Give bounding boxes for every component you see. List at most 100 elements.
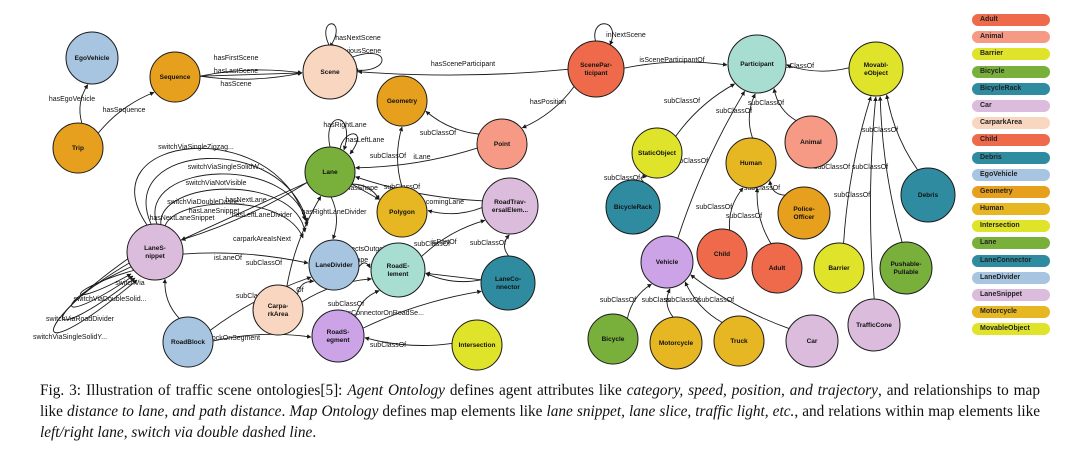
node-lanesnippet: LaneS-nippet <box>126 223 184 281</box>
node-label: lement <box>388 271 410 278</box>
node-truck: Truck <box>713 315 765 367</box>
edge-roadsegment-roadelement <box>355 290 380 317</box>
legend-item: Barrier <box>972 48 1050 61</box>
legend-item: BicycleRack <box>972 82 1050 95</box>
node-label: LaneCo- <box>495 276 521 283</box>
node-car: Car <box>785 314 839 368</box>
node-circle <box>52 122 104 174</box>
edge-lanesnippet-lanedivider <box>182 252 309 265</box>
legend-item: LaneSnippet <box>972 289 1050 301</box>
node-label: Polygon <box>389 209 415 216</box>
node-circle <box>480 255 536 311</box>
node-circle <box>727 34 787 94</box>
node-label: egment <box>326 337 350 344</box>
node-staticobject: StaticObject <box>631 127 683 179</box>
edge-self-loop <box>160 188 307 233</box>
caption-emphasis: category, speed, position, and trajector… <box>626 382 878 399</box>
legend-item: Human <box>972 203 1050 216</box>
edge-label: subClassOf <box>600 297 636 304</box>
edge-label: subClassOf <box>470 240 506 247</box>
edge-label: subClassOf <box>852 164 888 171</box>
node-laneconnector: LaneCo-nnector <box>480 255 536 311</box>
node-circle <box>751 242 803 294</box>
node-label: nnector <box>496 284 520 291</box>
node-label: Bicycle <box>602 336 625 343</box>
node-label: Debris <box>918 192 939 199</box>
node-sceneparticipant: ScenePar-ticipant <box>567 40 625 98</box>
edge-label: subClass <box>642 297 671 304</box>
edge-staticobject-participant <box>675 83 735 137</box>
node-carparkarea: Carpa-rkArea <box>252 284 304 336</box>
node-label: Human <box>740 160 762 167</box>
node-scene: Scene <box>302 44 358 100</box>
node-label: Geometry <box>387 98 418 105</box>
node-vehicle: Vehicle <box>640 235 694 289</box>
node-motorcycle: Motorcycle <box>649 316 703 370</box>
node-trafficcone: TrafficCone <box>847 298 901 352</box>
node-circle <box>696 228 748 280</box>
node-human: Human <box>725 137 777 189</box>
legend-item: Adult <box>972 14 1050 26</box>
edge-lane-lanesnippet <box>180 182 308 241</box>
node-circle <box>308 239 360 291</box>
edge-vehicle-participant <box>677 90 745 239</box>
node-label: Intersection <box>459 342 496 349</box>
node-label: RoadS- <box>327 329 350 336</box>
node-label: Trip <box>72 145 84 152</box>
edge-laneconnector-roadelement <box>425 271 482 281</box>
caption-emphasis: distance to lane, and path distance <box>67 403 282 420</box>
edge-lane-polygon <box>351 183 380 200</box>
node-circle <box>900 167 956 223</box>
node-lanedivider: LaneDivider <box>308 239 360 291</box>
edge-label: subClassOf <box>664 297 700 304</box>
node-circle <box>879 241 933 295</box>
edge-trafficcone-movableobject <box>870 96 878 300</box>
node-label: Officer <box>794 214 815 221</box>
edge-lane-lanesnippet <box>180 181 308 241</box>
node-circle <box>451 319 503 371</box>
edge-label: hasLastScene <box>214 68 258 75</box>
node-label: Child <box>714 251 730 258</box>
legend-item: Bicycle <box>972 65 1050 78</box>
node-circle <box>587 313 639 365</box>
edge-sceneparticipant-participant <box>623 61 728 69</box>
edge-laneconnector-roadelement <box>425 272 482 283</box>
edge-self-loop <box>349 53 383 73</box>
node-trip: Trip <box>52 122 104 174</box>
edge-label: switchViaDoubleSolid... <box>73 296 146 303</box>
edge-lanedivider-roadelement <box>358 262 371 269</box>
node-sequence: Sequence <box>149 51 201 103</box>
node-circle <box>640 235 694 289</box>
edge-carparkarea-lanedivider <box>297 278 315 295</box>
node-circle <box>376 186 428 238</box>
edge-label: isPartOf <box>431 239 456 246</box>
edge-label: isLaneOf <box>214 255 242 262</box>
caption-emphasis: left/right lane, switch via double dashe… <box>40 424 313 441</box>
legend-item: LaneConnector <box>972 254 1050 267</box>
edge-label: hasLeftLaneDivider <box>232 212 293 219</box>
edge-label: subClassOf <box>778 63 814 70</box>
node-circle <box>605 179 661 235</box>
caption-text: . <box>281 403 290 420</box>
legend-item: Motorcycle <box>972 306 1050 319</box>
figure-caption: Fig. 3: Illustration of traffic scene on… <box>40 380 1040 443</box>
edge-self-loop <box>328 119 348 151</box>
node-label: Movabl- <box>864 62 889 69</box>
edge-policeofficer-human <box>768 180 786 196</box>
node-label: Car <box>807 338 818 345</box>
edge-label: subClassOf <box>236 293 272 300</box>
edge-label: connectsOutgoingLane <box>336 246 408 253</box>
node-geometry: Geometry <box>376 75 428 127</box>
edge-label: hasNextLaneSnippet <box>150 215 215 222</box>
node-label: Motorcycle <box>659 340 694 347</box>
edge-intersection-roadsegment <box>364 336 453 346</box>
node-label: rkArea <box>268 311 289 318</box>
node-label: ScenePar- <box>580 62 612 69</box>
edge-roadblock-roadsegment <box>212 333 312 342</box>
edge-label: laneHasShape <box>332 185 378 192</box>
caption-emphasis: Agent Ontology <box>347 382 445 399</box>
edges-layer <box>53 23 919 346</box>
node-circle <box>149 51 201 103</box>
node-label: Pushable- <box>890 261 921 268</box>
node-label: Pullable <box>894 269 919 276</box>
